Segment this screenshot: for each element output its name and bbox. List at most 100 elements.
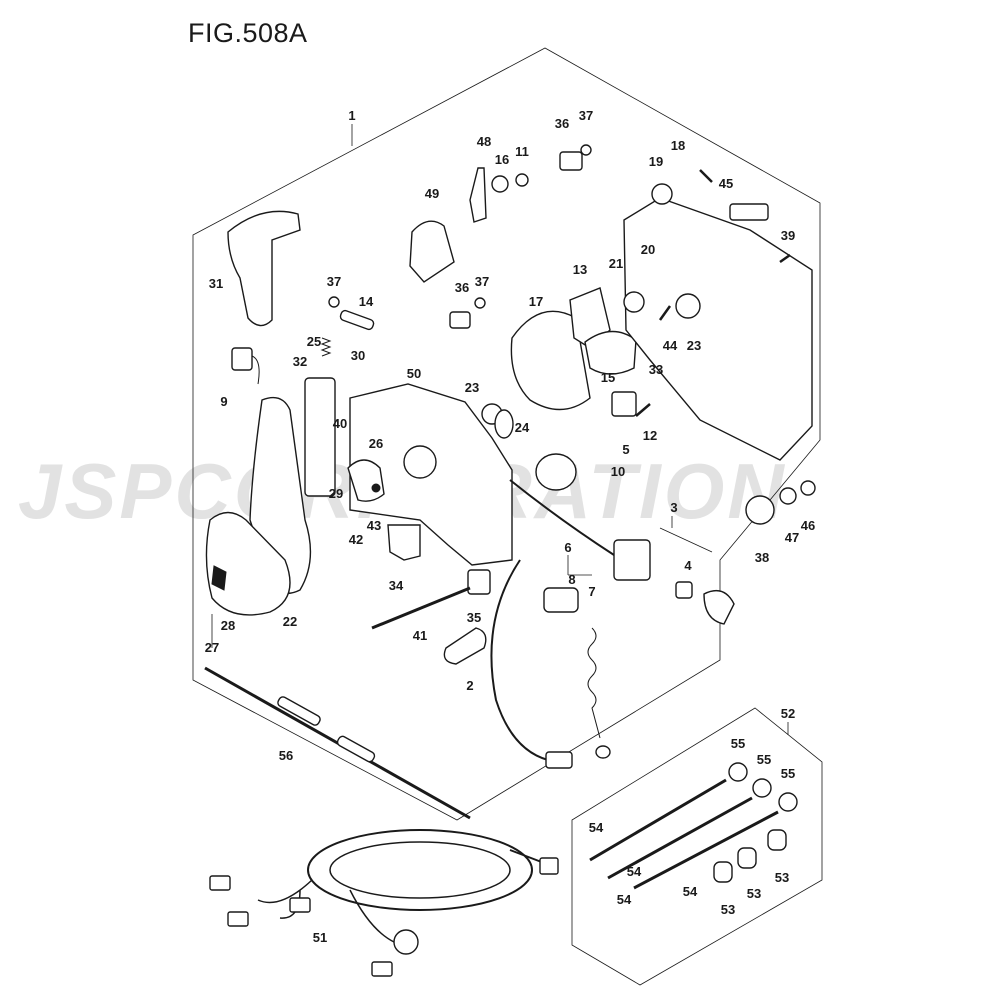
callout-6: 6 xyxy=(564,540,571,555)
callout-42: 42 xyxy=(349,532,363,547)
callout-3: 3 xyxy=(670,500,677,515)
gear-21 xyxy=(623,291,645,313)
callout-33: 33 xyxy=(649,362,663,377)
callout-7: 7 xyxy=(588,584,595,599)
callout-2: 2 xyxy=(466,678,473,693)
harness-connector-c xyxy=(227,911,249,927)
callout-54c: 54 xyxy=(683,884,698,899)
callout-21: 21 xyxy=(609,256,623,271)
lever-48 xyxy=(469,167,487,223)
washer-23b xyxy=(675,293,701,319)
spring-30 xyxy=(320,337,332,357)
brand-emblem-28 xyxy=(211,565,227,591)
callout-11: 11 xyxy=(515,144,529,159)
stop-switch-8 xyxy=(543,587,579,613)
callout-54d: 54 xyxy=(617,892,632,907)
washer-47 xyxy=(779,487,797,505)
screw-44 xyxy=(658,305,672,321)
pin-36a xyxy=(449,311,471,329)
bolt-54c xyxy=(633,810,779,890)
clip-35 xyxy=(467,569,491,595)
callout-56: 56 xyxy=(279,748,293,763)
key-fob xyxy=(703,590,735,625)
callout-47: 47 xyxy=(785,530,799,545)
washer-55b xyxy=(752,778,772,798)
bushing-16 xyxy=(491,175,509,193)
callout-19: 19 xyxy=(649,154,663,169)
leader-lines xyxy=(211,124,789,735)
bolt-54a xyxy=(589,778,727,862)
clip-37a xyxy=(328,296,340,308)
connector-main xyxy=(545,751,573,769)
switch-5 xyxy=(611,391,637,417)
clip-37b xyxy=(474,297,486,309)
callout-4: 4 xyxy=(684,558,692,573)
callout-45: 45 xyxy=(719,176,733,191)
cable-sleeve-a xyxy=(277,696,321,726)
pin-36b xyxy=(559,151,583,171)
callout-44: 44 xyxy=(663,338,678,353)
nut-46 xyxy=(800,480,816,496)
callout-41: 41 xyxy=(413,628,427,643)
lever-cover-27 xyxy=(205,511,291,616)
callout-12: 12 xyxy=(643,428,657,443)
callout-50: 50 xyxy=(407,366,421,381)
callout-5: 5 xyxy=(622,442,629,457)
callout-30: 30 xyxy=(351,348,365,363)
side-housing-33 xyxy=(623,197,813,461)
callout-49: 49 xyxy=(425,186,439,201)
kit-boundary-52 xyxy=(571,707,823,986)
screw-39 xyxy=(779,253,791,264)
bushing-38 xyxy=(745,495,775,525)
callout-53b: 53 xyxy=(747,886,761,901)
callout-53c: 53 xyxy=(775,870,789,885)
screw-12 xyxy=(635,403,651,417)
callout-1: 1 xyxy=(348,108,355,123)
grip-31 xyxy=(227,210,301,327)
callout-28: 28 xyxy=(221,618,235,633)
figure-title: FIG.508A xyxy=(188,18,308,48)
callout-37a: 37 xyxy=(579,108,593,123)
wire-harness-main xyxy=(490,559,549,761)
callout-55a: 55 xyxy=(731,736,745,751)
washer-11 xyxy=(515,173,529,187)
callout-48: 48 xyxy=(477,134,491,149)
callout-54a: 54 xyxy=(589,820,604,835)
callout-55c: 55 xyxy=(781,766,795,781)
callout-36b: 36 xyxy=(455,280,469,295)
callout-35: 35 xyxy=(467,610,481,625)
callout-43: 43 xyxy=(367,518,381,533)
lanyard-7 xyxy=(587,627,601,739)
callout-53a: 53 xyxy=(721,902,735,917)
pin-14 xyxy=(339,309,375,331)
callout-31: 31 xyxy=(209,276,223,291)
bolt-54b xyxy=(607,796,753,880)
callout-46: 46 xyxy=(801,518,815,533)
harness-connector-d xyxy=(289,897,311,913)
callout-51: 51 xyxy=(313,930,327,945)
plate-17 xyxy=(510,310,591,411)
key-4 xyxy=(675,581,693,599)
callout-24: 24 xyxy=(515,420,530,435)
callout-22: 22 xyxy=(283,614,297,629)
callout-27: 27 xyxy=(205,640,219,655)
callout-40: 40 xyxy=(333,416,347,431)
plate-2 xyxy=(443,627,487,665)
callout-17: 17 xyxy=(529,294,543,309)
callout-13: 13 xyxy=(573,262,587,277)
clip-37c xyxy=(580,144,592,156)
callout-26: 26 xyxy=(369,436,383,451)
harness-connector-a xyxy=(539,857,559,875)
cable-sleeve-b xyxy=(336,735,376,763)
callout-labels: 1 2 3 4 5 6 7 8 9 10 11 12 13 14 15 16 1… xyxy=(205,108,815,945)
callout-10: 10 xyxy=(611,464,625,479)
washer-55c xyxy=(778,792,798,812)
bracket-34 xyxy=(387,524,421,561)
harness-plug-round xyxy=(393,929,419,955)
screw-43 xyxy=(371,483,381,493)
lanyard-clip xyxy=(595,745,611,759)
spacer-53c xyxy=(767,829,787,851)
bracket-49 xyxy=(409,220,455,283)
callout-34: 34 xyxy=(389,578,404,593)
switch-9 xyxy=(231,347,253,371)
